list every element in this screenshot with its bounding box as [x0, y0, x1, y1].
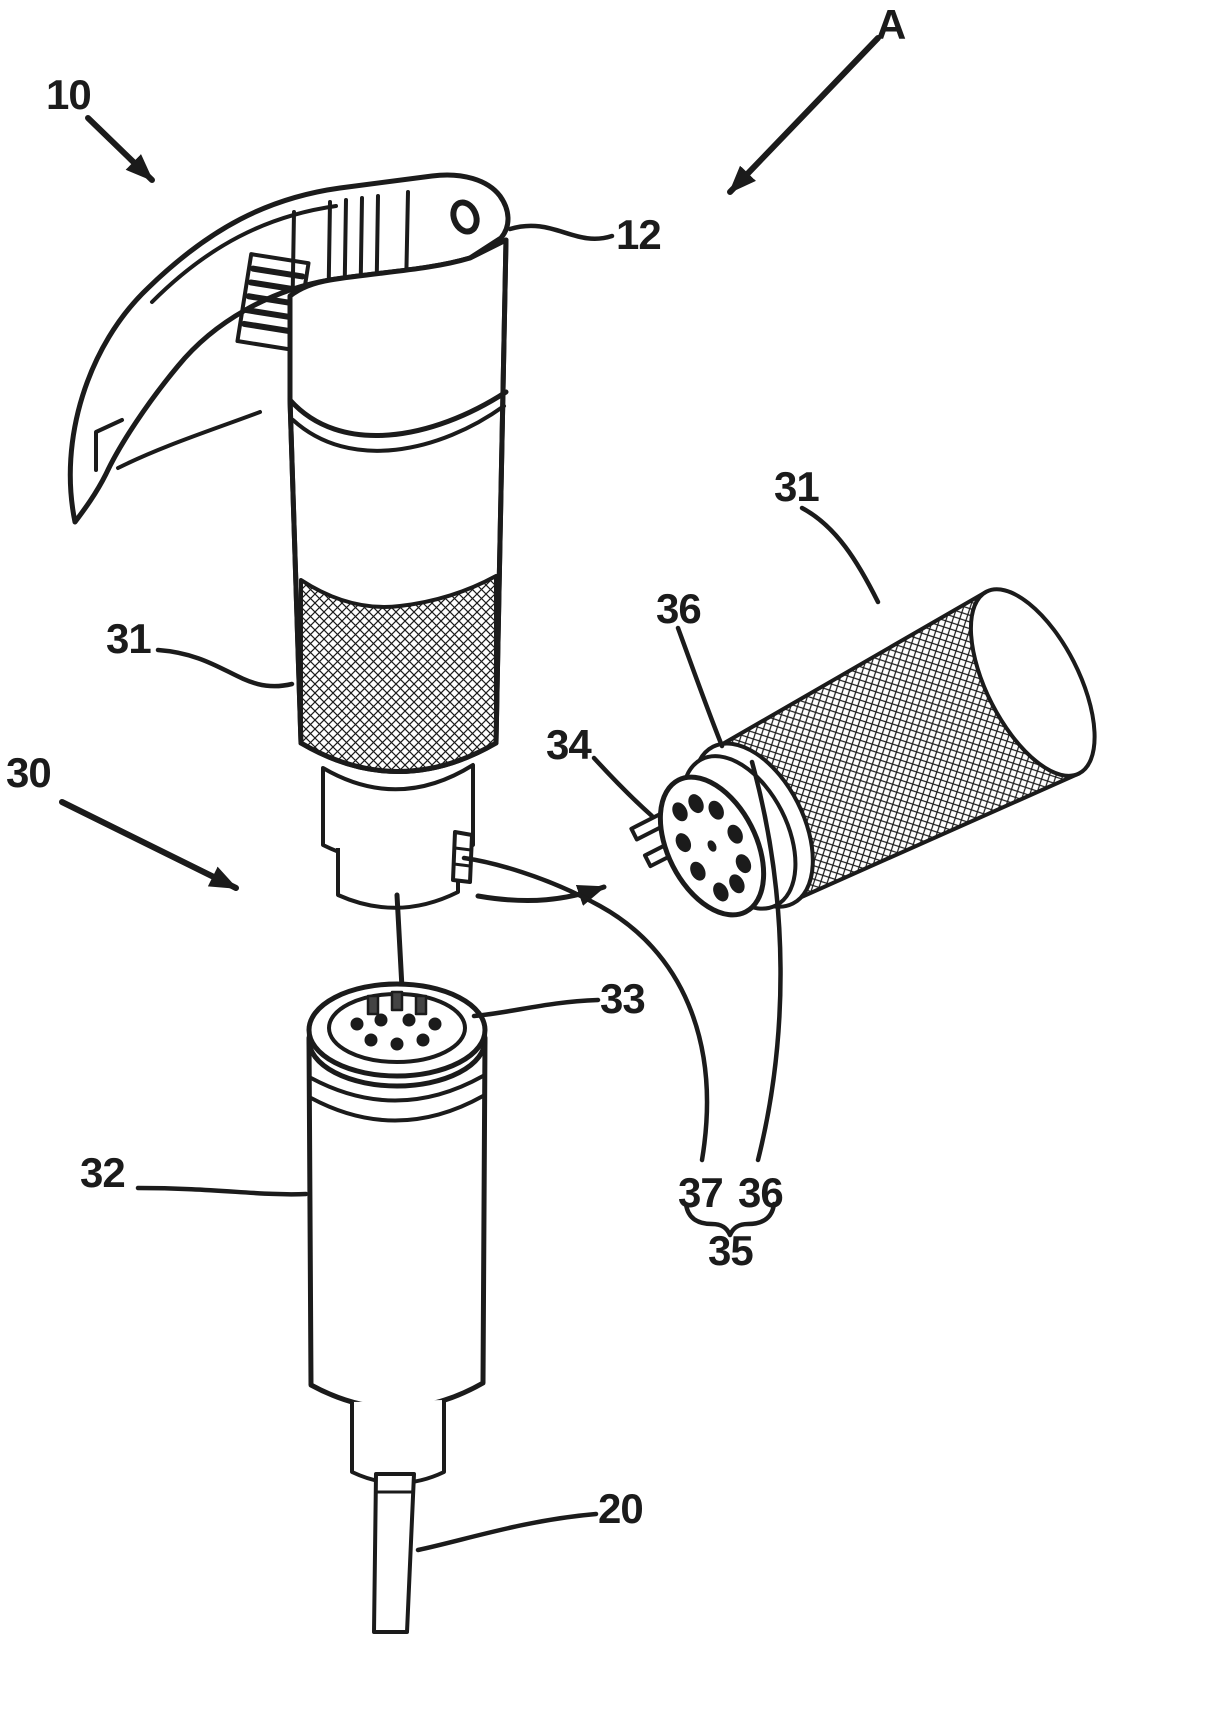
ref-label-34: 34 — [546, 721, 592, 768]
arrow-10 — [85, 115, 155, 183]
leader-12 — [507, 223, 615, 241]
arrow-30 — [59, 799, 239, 891]
ref-label-30: 30 — [6, 749, 52, 796]
handle-connector-end — [321, 763, 475, 991]
arrow-A — [727, 35, 881, 195]
ref-label-10: 10 — [46, 71, 92, 118]
leader-lines — [135, 223, 881, 1553]
ref-label-32: 32 — [80, 1149, 126, 1196]
leader-36-upper — [675, 625, 725, 749]
leader-20 — [415, 1511, 599, 1553]
ref-label-35: 35 — [708, 1227, 754, 1274]
ref-label-A: A — [876, 1, 906, 48]
handle-knurled-grip — [299, 574, 498, 774]
leader-31-right — [799, 505, 881, 605]
ref-label-12: 12 — [616, 211, 662, 258]
ref-label-20: 20 — [598, 1485, 644, 1532]
plug-pins — [672, 794, 752, 902]
leader-36-lower — [749, 759, 783, 1163]
cable — [372, 1472, 416, 1634]
ref-label-31-right: 31 — [774, 463, 820, 510]
socket-pins — [350, 990, 442, 1051]
plug-connector — [629, 587, 1097, 918]
ref-label-33: 33 — [600, 975, 646, 1022]
leader-33 — [471, 997, 601, 1019]
socket-connector — [306, 981, 488, 1634]
laryngoscope-handle — [287, 237, 509, 774]
leader-31-left — [155, 647, 295, 689]
blade-tab-hole — [450, 199, 480, 235]
handle-center-pin — [394, 892, 405, 991]
ref-label-36-lower: 36 — [738, 1169, 784, 1216]
arrow-insert — [475, 884, 607, 906]
leader-32 — [135, 1185, 309, 1197]
ref-label-37: 37 — [678, 1169, 724, 1216]
laryngoscope-device — [67, 172, 511, 991]
ref-label-31-left: 31 — [106, 615, 152, 662]
brace-35 — [683, 1201, 777, 1238]
leader-34 — [591, 755, 655, 819]
leader-37 — [461, 855, 710, 1163]
ref-label-36-upper: 36 — [656, 585, 702, 632]
